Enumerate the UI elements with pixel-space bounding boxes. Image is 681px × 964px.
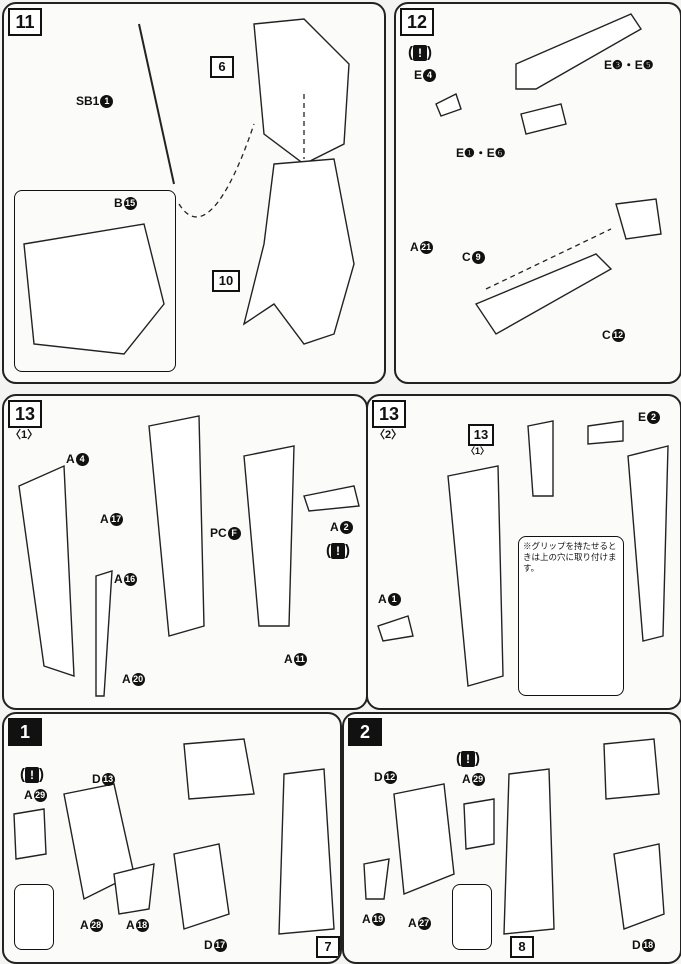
part-d12 — [393, 783, 455, 895]
caution-mark: (!) — [20, 766, 44, 783]
lower-body-part — [242, 158, 355, 345]
antenna-part — [138, 23, 175, 185]
step-2-illustration — [363, 738, 665, 935]
part-a18 — [113, 863, 155, 915]
caution-mark: (!) — [408, 44, 432, 61]
step-number: 12 — [400, 8, 434, 36]
ref-box-13: 13 — [468, 424, 494, 446]
step-number: 13 — [372, 400, 406, 428]
ref-box-10: 10 — [212, 270, 240, 292]
step-number: 2 — [348, 718, 382, 746]
detail-inset — [14, 190, 176, 372]
part-a1 — [377, 615, 414, 642]
step-13-1-illustration — [18, 415, 360, 697]
hand-part — [615, 198, 662, 240]
step-12-illustration — [435, 13, 662, 335]
substep-label: 〈2〉 — [374, 429, 403, 441]
barrel-part — [520, 103, 567, 135]
part-e2 — [587, 420, 624, 445]
part-a19 — [363, 858, 390, 900]
head-detail-part — [23, 223, 165, 355]
step-13-2-illustration — [377, 420, 669, 687]
part-a11 — [243, 445, 295, 627]
part-a29 — [463, 798, 495, 850]
shield-part — [447, 465, 504, 687]
ref-box-8: 8 — [510, 936, 534, 958]
ref-box-6: 6 — [210, 56, 234, 78]
shield-part — [148, 415, 205, 637]
leg-armor-part — [183, 738, 255, 800]
substep-label: 〈1〉 — [10, 429, 39, 441]
detail-inset — [14, 884, 54, 950]
muzzle-part — [435, 93, 462, 117]
step-1-illustration — [13, 738, 335, 935]
leg-armor-part — [603, 738, 660, 800]
step-11-illustration — [23, 18, 355, 355]
step-number: 13 — [8, 400, 42, 428]
rifle-part — [515, 13, 642, 90]
grip-part — [527, 420, 554, 497]
caution-mark: (!) — [456, 750, 480, 767]
leg-part-8 — [503, 768, 555, 935]
part-d17 — [173, 843, 230, 930]
detail-inset — [452, 884, 492, 950]
shield-part-a4 — [18, 464, 75, 677]
step-number: 1 — [8, 718, 42, 746]
label-e1-e6: E❶・E❻ — [456, 146, 506, 160]
rifle-assembled-part — [474, 253, 613, 335]
label-e3-e5: E❸・E❺ — [604, 58, 654, 72]
ref-substep: 〈1〉 — [466, 446, 490, 456]
part-d18 — [613, 843, 665, 930]
assembly-path — [178, 123, 255, 218]
ref-box-7: 7 — [316, 936, 340, 958]
upper-body-part — [253, 18, 350, 165]
leg-part-7 — [278, 768, 335, 935]
part-a29 — [13, 808, 47, 860]
shield-side-part — [627, 445, 669, 642]
part-a20 — [95, 570, 113, 697]
part-a2 — [303, 485, 360, 512]
caution-mark: (!) — [326, 542, 350, 559]
grip-note: ※グリップを持たせるときは上の穴に取り付けます。 — [518, 536, 624, 696]
step-number: 11 — [8, 8, 42, 36]
